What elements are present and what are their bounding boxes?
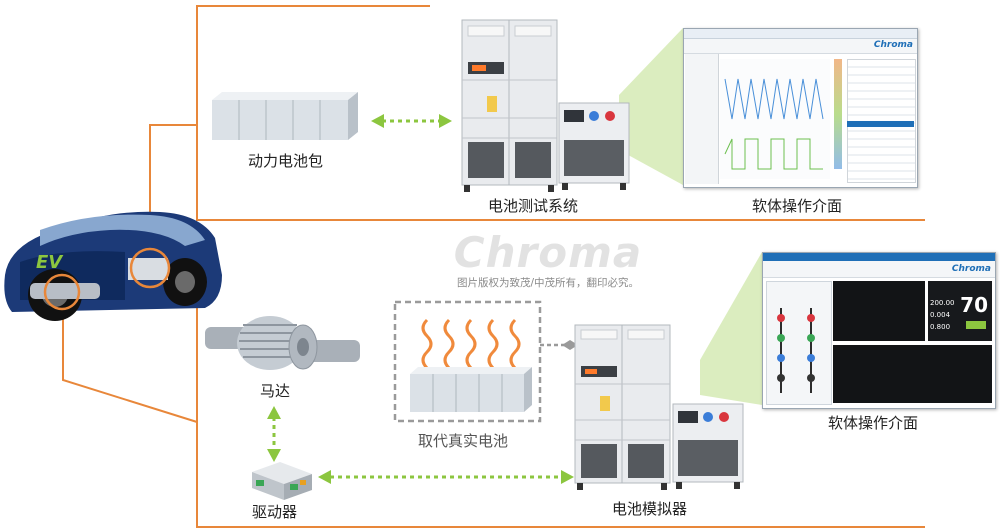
power-reading: 0.800 bbox=[930, 323, 951, 331]
chroma-logo-top: Chroma bbox=[873, 40, 913, 50]
battery-simulator-label: 电池模拟器 bbox=[612, 500, 688, 518]
ev-badge: EV bbox=[36, 252, 63, 273]
software-screenshot-bottom: Chroma 200.00 0.004 0.800 70 bbox=[762, 252, 996, 409]
battery-pack-label: 动力电池包 bbox=[248, 152, 324, 170]
software-ui-bottom-label: 软体操作介面 bbox=[828, 414, 919, 432]
chroma-logo-bottom: Chroma bbox=[951, 264, 991, 274]
software-screenshot-top: Chroma bbox=[683, 28, 918, 188]
current-reading: 0.004 bbox=[930, 311, 951, 319]
waveform-chart-icon bbox=[720, 59, 830, 179]
chroma-watermark: Chroma 图片版权为致茂/中茂所有，翻印必究。 bbox=[448, 228, 648, 290]
battery-test-system-label: 电池测试系统 bbox=[488, 197, 579, 215]
voltage-reading: 200.00 bbox=[930, 299, 955, 307]
big-value: 70 bbox=[960, 293, 988, 317]
motor-label: 马达 bbox=[260, 382, 291, 400]
software-ui-top-label: 软体操作介面 bbox=[752, 197, 843, 215]
cell-topology-icon bbox=[777, 308, 815, 393]
watermark-logo: Chroma bbox=[453, 228, 643, 277]
replace-real-battery-label: 取代真实电池 bbox=[418, 432, 509, 450]
watermark-notice: 图片版权为致茂/中茂所有，翻印必究。 bbox=[456, 277, 640, 289]
driver-label: 驱动器 bbox=[252, 503, 298, 521]
